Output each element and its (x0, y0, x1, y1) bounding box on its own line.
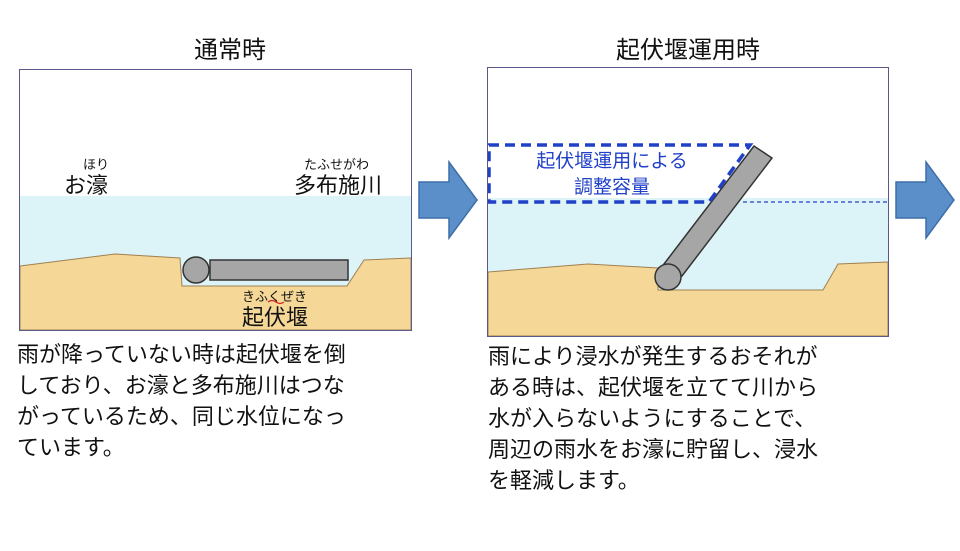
description-line: がっているため、同じ水位になっ (17, 405, 346, 430)
operation-cross-section (488, 143, 888, 336)
panel-operation-description: 雨により浸水が発生するおそれが ある時は、起伏堰を立てて川から 水が入らないよう… (488, 342, 818, 497)
description-line: ある時は、起伏堰を立てて川から (488, 376, 819, 401)
weir-hinge (654, 263, 682, 291)
weir-gate-lowered (209, 259, 349, 281)
arrow-right-icon (418, 160, 478, 240)
description-line: ています。 (17, 436, 125, 461)
ground (488, 261, 888, 336)
callout-line: 調整容量 (573, 176, 650, 198)
description-line: 水が入らないようにすることで、 (488, 407, 817, 432)
panel-operation-diagram: 起伏堰運用による 調整容量 (487, 67, 889, 337)
description-line: 雨により浸水が発生するおそれが (488, 345, 818, 370)
weir-label: 起伏堰 (242, 306, 309, 331)
description-line: を軽減します。 (488, 469, 640, 494)
moat-label: お濠 (64, 174, 109, 199)
normal-cross-section (20, 196, 411, 330)
weir-ruby-underline (267, 299, 285, 305)
storage-volume-callout: 起伏堰運用による 調整容量 (512, 148, 712, 200)
moat-ruby: ほり (83, 158, 110, 173)
description-line: しており、お濠と多布施川はつな (17, 374, 345, 399)
ground (20, 253, 411, 330)
description-line: 雨が降っていない時は起伏堰を倒 (17, 343, 346, 368)
panel-normal-description: 雨が降っていない時は起伏堰を倒 しており、お濠と多布施川はつな がっているため、… (17, 340, 346, 464)
weir-ruby: きふくぜき (242, 290, 308, 305)
panel-normal-title: 通常時 (194, 36, 266, 64)
arrow-right-icon (895, 160, 955, 240)
panel-operation-title: 起伏堰運用時 (616, 36, 760, 64)
weir-hinge (182, 256, 210, 284)
callout-line: 起伏堰運用による (536, 150, 688, 172)
river-ruby: たふせがわ (304, 158, 370, 173)
river-label: 多布施川 (294, 174, 383, 199)
description-line: 周辺の雨水をお濠に貯留し、浸水 (488, 438, 819, 463)
panel-normal-diagram: ほり お濠 たふせがわ 多布施川 きふくぜき 起伏堰 (19, 69, 412, 331)
